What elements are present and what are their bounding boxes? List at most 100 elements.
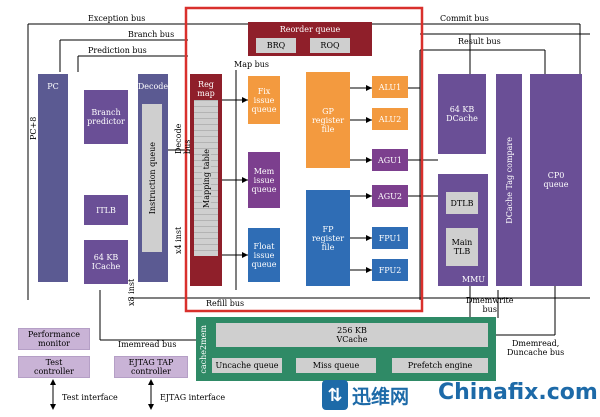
vcache-label: 256 KB VCache xyxy=(336,326,368,344)
watermark-cn: 迅维网 xyxy=(352,386,410,408)
ejtag-arrow-head-up xyxy=(148,379,154,385)
exception-bus-label: Exception bus xyxy=(88,14,146,23)
pc-plus8-label: PC+8 xyxy=(29,116,38,140)
prediction-bus-label: Prediction bus xyxy=(88,46,147,55)
imemread-bus-label: Imemread bus xyxy=(118,340,177,349)
cp0-queue-block: CP0 queue xyxy=(530,74,582,286)
fpu2-block: FPU2 xyxy=(372,259,408,281)
fix-issue-queue-block: Fix issue queue xyxy=(248,76,280,124)
float-issue-queue-block: Float issue queue xyxy=(248,228,280,282)
decode-label: Decode xyxy=(137,82,169,91)
gp-register-file-label: GP register file xyxy=(311,106,345,134)
alu2-block: ALU2 xyxy=(372,108,408,130)
branch-bus-label: Branch bus xyxy=(128,30,175,39)
reorder-queue-label: Reorder queue xyxy=(279,25,341,34)
watermark-en: Chinafix.com xyxy=(438,380,598,405)
arrow-float xyxy=(242,252,248,258)
fp-register-file-label: FP register file xyxy=(311,224,345,252)
roq-block: ROQ xyxy=(310,38,350,53)
roq-label: ROQ xyxy=(320,41,340,50)
agu1-label: AGU1 xyxy=(378,155,402,165)
test-interface-label: Test interface xyxy=(62,393,118,402)
itlb-block: ITLB xyxy=(84,195,128,225)
dmemwrite-bus-label: Dmemwrite bus xyxy=(466,296,514,314)
arrow-mem xyxy=(242,177,248,183)
alu1-label: ALU1 xyxy=(378,82,402,92)
arrow-fpu1 xyxy=(366,235,372,241)
performance-monitor-label: Performance monitor xyxy=(28,330,80,348)
cache2mem-label: cache2mem xyxy=(198,324,208,374)
performance-monitor-block: Performance monitor xyxy=(18,328,90,350)
reg-map-label: Reg map xyxy=(197,80,215,98)
arrow-alu2 xyxy=(366,117,372,123)
highlight-box xyxy=(184,6,424,313)
dcache-label: 64 KB DCache xyxy=(446,105,478,123)
fpu1-label: FPU1 xyxy=(378,233,402,243)
ejtag-interface-label: EJTAG interface xyxy=(160,393,226,402)
alu1-block: ALU1 xyxy=(372,76,408,98)
instruction-queue-block: Instruction queue xyxy=(142,104,162,252)
itlb-label: ITLB xyxy=(96,205,116,215)
mapping-table-block: Mapping table xyxy=(194,100,218,256)
fpu2-label: FPU2 xyxy=(378,265,402,275)
arrow-fix xyxy=(242,97,248,103)
pc-block: PC xyxy=(38,74,68,282)
vcache-block: 256 KB VCache xyxy=(216,323,488,347)
fp-register-file-block: FP register file xyxy=(306,190,350,286)
dtlb-block: DTLB xyxy=(446,192,478,214)
dcache-tag-compare-label: DCache Tag compare xyxy=(504,136,514,224)
dtlb-label: DTLB xyxy=(450,198,474,208)
mem-issue-queue-block: Mem issue queue xyxy=(248,152,280,208)
cache2mem-side: cache2mem xyxy=(196,317,210,381)
ejtag-tap-controller-label: EJTAG TAP controller xyxy=(128,358,174,376)
gp-register-file-block: GP register file xyxy=(306,72,350,168)
main-tlb-block: Main TLB xyxy=(446,228,478,266)
result-bus-label: Result bus xyxy=(458,37,501,46)
alu2-label: ALU2 xyxy=(378,114,402,124)
instruction-queue-label: Instruction queue xyxy=(147,141,157,215)
x8inst-label: x8 inst xyxy=(127,278,136,306)
fpu1-block: FPU1 xyxy=(372,227,408,249)
arrow-agu2 xyxy=(366,193,372,199)
float-issue-queue-label: Float issue queue xyxy=(251,241,277,269)
agu2-block: AGU2 xyxy=(372,185,408,207)
agu2-label: AGU2 xyxy=(378,191,402,201)
brq-label: BRQ xyxy=(266,41,286,50)
test-controller-block: Test controller xyxy=(18,356,90,378)
dcache-tag-compare-block: DCache Tag compare xyxy=(496,74,522,286)
cp0-queue-label: CP0 queue xyxy=(543,171,569,189)
map-bus-label: Map bus xyxy=(234,60,270,69)
test-arrow-head-down xyxy=(50,404,56,410)
miss-queue-block: Miss queue xyxy=(296,358,376,373)
main-tlb-label: Main TLB xyxy=(451,238,473,256)
prefetch-engine-block: Prefetch engine xyxy=(392,358,488,373)
arrow-alu1 xyxy=(366,85,372,91)
ejtag-arrow-head-down xyxy=(148,404,154,410)
mem-issue-queue-label: Mem issue queue xyxy=(251,166,277,194)
x4inst-label: x4 inst xyxy=(174,226,183,254)
branch-predictor-label: Branch predictor xyxy=(87,108,125,126)
dcache-block: 64 KB DCache xyxy=(438,74,486,154)
commit-bus-label: Commit bus xyxy=(440,14,489,23)
prefetch-engine-label: Prefetch engine xyxy=(407,361,473,370)
uncache-queue-block: Uncache queue xyxy=(212,358,282,373)
test-arrow-head-up xyxy=(50,379,56,385)
uncache-queue-label: Uncache queue xyxy=(215,361,279,370)
arrow-fpu2 xyxy=(366,267,372,273)
icache-block: 64 KB ICache xyxy=(84,240,128,284)
dmemread-bus-label: Dmemread, Duncache bus xyxy=(507,339,565,357)
ejtag-tap-controller-block: EJTAG TAP controller xyxy=(114,356,188,378)
branch-predictor-block: Branch predictor xyxy=(84,90,128,144)
arrow-agu1 xyxy=(366,157,372,163)
agu1-block: AGU1 xyxy=(372,149,408,171)
miss-queue-label: Miss queue xyxy=(312,361,360,370)
brq-block: BRQ xyxy=(256,38,296,53)
refill-bus-label: Refill bus xyxy=(206,299,245,308)
icache-label: 64 KB ICache xyxy=(91,253,121,271)
mapping-table-label: Mapping table xyxy=(201,148,211,208)
pc-label: PC xyxy=(47,82,59,91)
mmu-label: MMU xyxy=(461,275,485,284)
fix-issue-queue-label: Fix issue queue xyxy=(251,86,277,114)
